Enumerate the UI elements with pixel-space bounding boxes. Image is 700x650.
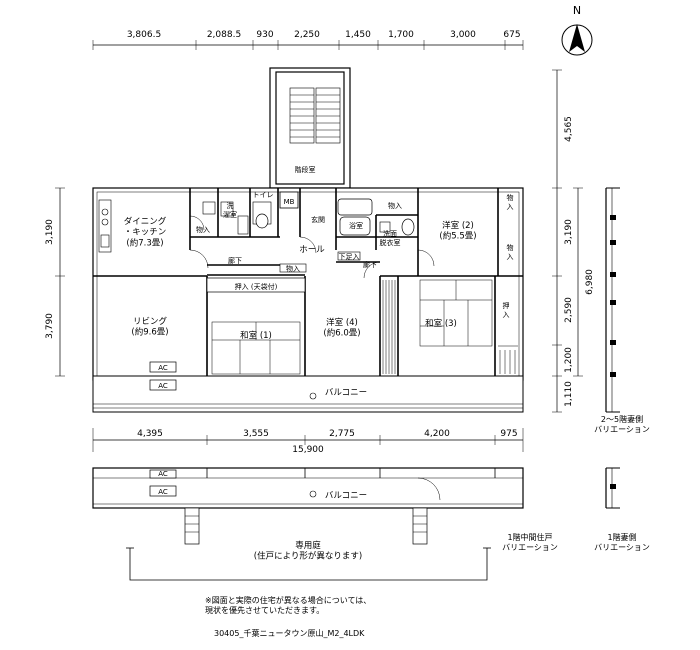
dim-bottom-5: 975 [500, 429, 517, 439]
garden-label: 専用庭(住戸により形が異なります) [254, 540, 362, 562]
compass-label: N [573, 4, 581, 17]
apartment-outline [92, 187, 524, 381]
dim-bottom-total: 15,900 [292, 445, 324, 455]
dim-right-3: 1,200 [564, 347, 574, 373]
plan-caption: 30405_千葉ニュータウン原山_M2_4LDK [214, 628, 365, 638]
dim-top-7: 3,000 [450, 30, 476, 40]
dim-right-1: 3,190 [564, 219, 574, 245]
dim-top-4: 2,250 [294, 30, 320, 40]
dim-right-2: 2,590 [564, 297, 574, 323]
ground-ac-1-label: AC [158, 470, 168, 478]
washitsu-3-label: 和室 (3) [425, 318, 457, 329]
dim-bottom-2: 3,555 [243, 429, 269, 439]
disclaimer-note: ※図面と実際の住宅が異なる場合については、現状を優先させていただきます。 [205, 595, 371, 615]
dim-top-1: 3,806.5 [127, 30, 161, 40]
dim-top-3: 930 [256, 30, 273, 40]
top-dimension-line: 3,806.5 2,088.5 930 2,250 1,450 1,700 3,… [92, 30, 524, 50]
storage-right-2-label: 物入 [507, 243, 514, 261]
youshitsu-4-label: 洋室 (4)(約6.0畳) [323, 317, 360, 339]
youshitsu-2-label: 洋室 (2)(約5.5畳) [439, 220, 476, 242]
dim-bottom-1: 4,395 [137, 429, 163, 439]
storage-right-1-label: 物入 [507, 193, 514, 211]
oshiire-tenbukuro-label: 押入 (天袋付) [235, 282, 278, 291]
rouka-2-label: 廊下 [363, 260, 377, 269]
dim-top-6: 1,700 [388, 30, 414, 40]
bottom-dimension-line: 4,395 3,555 2,775 4,200 975 15,900 [92, 428, 524, 455]
toilet-label: トイレ [253, 191, 274, 199]
corridor-shelf [279, 251, 361, 273]
ground-balcony-label: バルコニー [325, 491, 367, 501]
sliding-door-details [382, 280, 518, 374]
washitsu-1-tatami [211, 321, 301, 375]
dim-top-8: 675 [503, 30, 520, 40]
living-label: リビング(約9.6畳) [131, 316, 168, 338]
dim-bottom-4: 4,200 [424, 429, 450, 439]
senmen-datsuijo-label: 洗面脱衣室 [380, 229, 401, 247]
bath-label: 浴室 [349, 221, 363, 230]
right-dimension-lines: 4,565 6,980 3,190 2,590 1,200 1,110 [552, 69, 595, 413]
fixtures [98, 191, 415, 253]
ac-2-label: AC [158, 382, 168, 390]
upper-end-variation [605, 187, 620, 413]
dim-bottom-3: 2,775 [329, 429, 355, 439]
room-labels: MB 玄関 トイレ 洗濯室 物入 浴室 洗面脱衣室 物入 ダイニング・キッチン(… [124, 191, 514, 341]
north-compass: N [561, 4, 593, 56]
senmenshitsu-label: 洗濯室 [223, 201, 237, 219]
balcony-label: バルコニー [325, 388, 367, 398]
left-dimension-line: 3,190 3,790 [45, 187, 65, 377]
first-end-variation-label: 1階妻側バリエーション [594, 532, 650, 552]
shelf-label: 物入 [286, 264, 300, 273]
upper-end-variation-label: 2～5階妻側バリエーション [594, 414, 650, 434]
first-end-variation [605, 467, 620, 509]
dining-kitchen-label: ダイニング・キッチン(約7.3畳) [124, 216, 167, 248]
first-floor-variation [92, 467, 524, 581]
dim-right-4: 1,110 [564, 381, 574, 407]
dim-right-total: 6,980 [585, 269, 595, 295]
balcony [92, 361, 524, 413]
ground-ac-2-label: AC [158, 488, 168, 496]
dim-left-2: 3,790 [45, 313, 55, 339]
washitsu-1-label: 和室 (1) [240, 330, 272, 341]
interior-walls [93, 188, 523, 376]
genkan-label: 玄関 [311, 215, 325, 224]
first-middle-variation-label: 1階中間住戸バリエーション [502, 532, 558, 552]
storage-small-label: 物入 [196, 225, 210, 234]
stair-label: 階段室 [295, 165, 316, 174]
dim-right-stair: 4,565 [564, 116, 574, 142]
stairwell: 階段室 [269, 67, 351, 189]
oshiire-label: 押入 [503, 301, 510, 319]
dim-top-5: 1,450 [345, 30, 371, 40]
ac-1-label: AC [158, 364, 168, 372]
storage-top-label: 物入 [388, 201, 402, 210]
rouka-1-label: 廊下 [228, 256, 242, 265]
oshiire-band [206, 277, 306, 293]
hall-label: ホール [299, 245, 325, 255]
dim-left-1: 3,190 [45, 219, 55, 245]
kutsubako-label: 下足入 [339, 253, 360, 261]
mb-label: MB [284, 198, 295, 206]
dim-top-2: 2,088.5 [207, 30, 241, 40]
washitsu-3-tatami [419, 279, 493, 347]
